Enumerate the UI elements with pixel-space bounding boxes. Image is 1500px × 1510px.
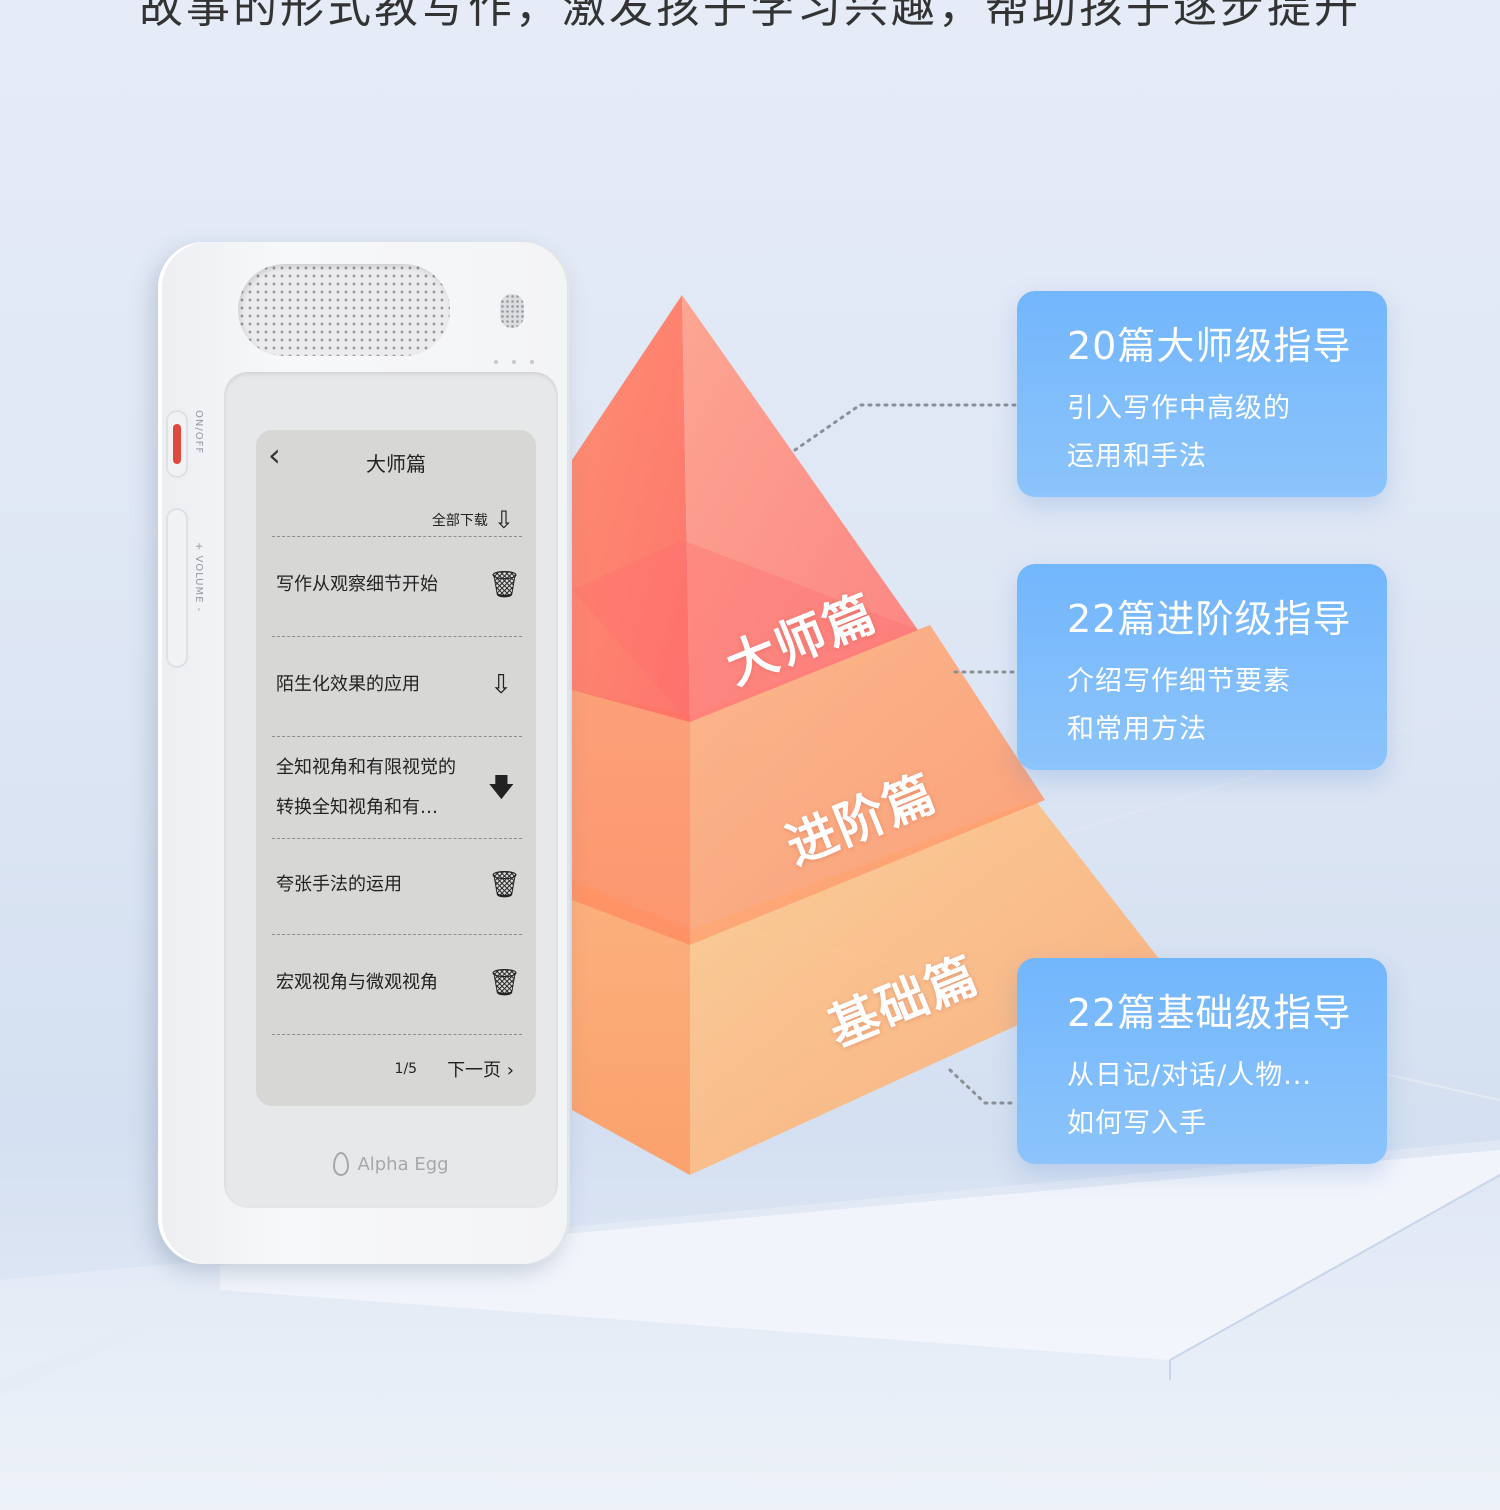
- eink-screen: ‹ 大师篇 全部下载 ⇩ 写作从观察细节开始 🗑 陌生化效果的应用 ⇩ 全知视角…: [256, 430, 536, 1106]
- divider: [272, 838, 522, 839]
- card-title: 20篇大师级指导: [1067, 324, 1352, 368]
- divider: [272, 536, 522, 537]
- power-button[interactable]: [166, 410, 188, 478]
- card-description: 介绍写作细节要素 和常用方法: [1067, 658, 1367, 754]
- brand-name: Alpha Egg: [357, 1153, 449, 1175]
- divider: [272, 1034, 522, 1035]
- screen-title: 大师篇: [366, 452, 426, 476]
- list-item-title: 全知视角和有限视觉的转换全知视角和有…: [276, 757, 456, 818]
- next-page-button[interactable]: 下一页 ›: [447, 1056, 514, 1082]
- indicator-lights: [494, 360, 534, 364]
- download-all-label: 全部下载: [431, 513, 488, 529]
- trash-icon[interactable]: 🗑: [488, 968, 522, 998]
- list-item-title: 陌生化效果的应用: [276, 674, 420, 695]
- list-item[interactable]: 全知视角和有限视觉的转换全知视角和有… 🡇: [276, 748, 516, 828]
- list-item-title: 宏观视角与微观视角: [276, 972, 438, 993]
- egg-logo-icon: [333, 1152, 350, 1176]
- list-item[interactable]: 写作从观察细节开始 🗑: [276, 568, 522, 602]
- volume-rocker[interactable]: [166, 508, 188, 668]
- trash-icon[interactable]: 🗑: [488, 570, 522, 600]
- divider: [272, 934, 522, 935]
- list-item-title: 夸张手法的运用: [276, 874, 402, 895]
- card-desc-line: 介绍写作细节要素: [1067, 666, 1291, 697]
- download-filled-icon[interactable]: 🡇: [488, 773, 515, 803]
- speaker-grille: [238, 264, 450, 356]
- pagination: 1/5 下一页 ›: [395, 1056, 514, 1082]
- microphone: [500, 294, 524, 328]
- power-label: ON/OFF: [193, 410, 204, 455]
- card-desc-line: 和常用方法: [1067, 714, 1207, 745]
- card-desc-line: 如何写入手: [1067, 1108, 1207, 1139]
- card-description: 引入写作中高级的 运用和手法: [1067, 385, 1367, 481]
- card-advanced: 22篇进阶级指导 介绍写作细节要素 和常用方法: [1017, 564, 1387, 770]
- download-outline-icon[interactable]: ⇩: [490, 670, 512, 700]
- divider: [272, 636, 522, 637]
- e-reader-device: ON/OFF + VOLUME - ‹ 大师篇 全部下载 ⇩ 写作从观察细节开始…: [158, 242, 570, 1264]
- card-desc-line: 运用和手法: [1067, 441, 1207, 472]
- list-item-title: 写作从观察细节开始: [276, 574, 438, 595]
- download-all-button[interactable]: 全部下载 ⇩: [432, 506, 514, 534]
- next-page-label: 下一页: [447, 1060, 502, 1081]
- headline: 故事的形式教写作，激发孩子学习兴趣，帮助孩子逐步提升: [139, 0, 1361, 33]
- trash-icon[interactable]: 🗑: [488, 870, 522, 900]
- card-title: 22篇进阶级指导: [1067, 597, 1352, 641]
- card-title: 22篇基础级指导: [1067, 991, 1352, 1035]
- chevron-right-icon: ›: [506, 1060, 514, 1081]
- card-desc-line: 从日记/对话/人物...: [1067, 1060, 1312, 1091]
- screen-bezel: ‹ 大师篇 全部下载 ⇩ 写作从观察细节开始 🗑 陌生化效果的应用 ⇩ 全知视角…: [224, 372, 558, 1208]
- card-basic: 22篇基础级指导 从日记/对话/人物... 如何写入手: [1017, 958, 1387, 1164]
- chevron-left-icon[interactable]: ‹: [268, 436, 281, 474]
- list-item[interactable]: 宏观视角与微观视角 🗑: [276, 966, 522, 1000]
- card-master: 20篇大师级指导 引入写作中高级的 运用和手法: [1017, 291, 1387, 497]
- card-description: 从日记/对话/人物... 如何写入手: [1067, 1052, 1367, 1148]
- list-item[interactable]: 夸张手法的运用 🗑: [276, 868, 522, 902]
- brand-logo: Alpha Egg: [224, 1152, 558, 1176]
- divider: [272, 736, 522, 737]
- volume-label: + VOLUME -: [193, 542, 204, 613]
- list-item[interactable]: 陌生化效果的应用 ⇩: [276, 668, 516, 702]
- page-indicator: 1/5: [394, 1061, 418, 1077]
- card-desc-line: 引入写作中高级的: [1067, 393, 1291, 424]
- download-outline-icon: ⇩: [493, 506, 514, 534]
